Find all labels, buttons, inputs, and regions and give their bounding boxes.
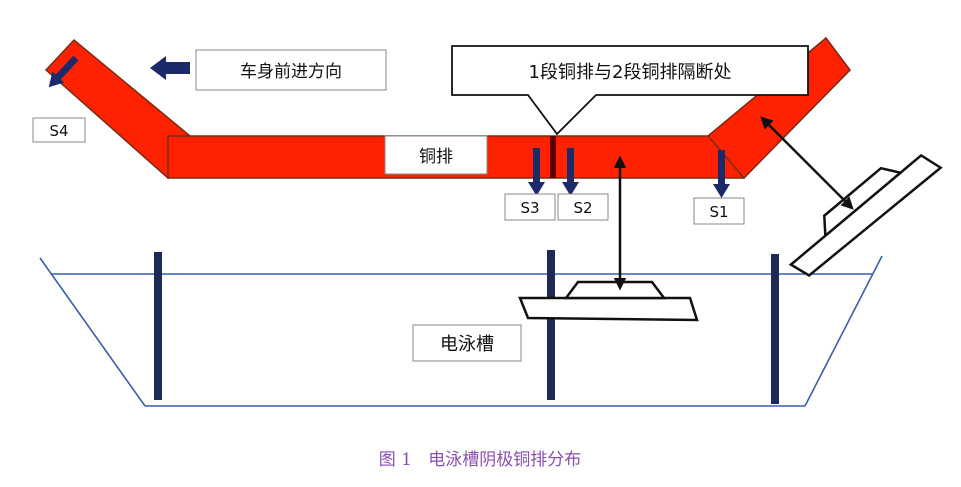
tank-label-box bbox=[412, 324, 522, 362]
direction-label-box bbox=[195, 49, 387, 91]
sensor-s1: S1 bbox=[693, 150, 745, 225]
s2-arrow-shaft bbox=[567, 148, 574, 184]
busbar-label: 铜排 bbox=[384, 135, 488, 175]
car-body-lower bbox=[518, 296, 699, 322]
s3-label-box bbox=[504, 193, 556, 221]
tank-left-wall bbox=[39, 257, 146, 407]
s4-label-box bbox=[32, 117, 86, 143]
s1-label-text: S1 bbox=[709, 203, 728, 221]
s2-arrow-icon bbox=[562, 182, 579, 196]
tank bbox=[39, 255, 883, 407]
direction-label-text: 车身前进方向 bbox=[240, 62, 342, 82]
s2-label-box bbox=[557, 193, 609, 221]
figure-caption: 图 1 电泳槽阴极铜排分布 bbox=[379, 450, 581, 470]
s3-arrow-shaft bbox=[533, 148, 540, 184]
break-point-callout-shape bbox=[451, 45, 809, 136]
car-body-upper bbox=[563, 280, 667, 300]
s1-arrow-icon bbox=[713, 184, 730, 198]
tank-post-right bbox=[771, 254, 779, 404]
tank-post-left bbox=[154, 252, 162, 400]
busbar-label-box bbox=[384, 135, 488, 175]
tank-post-middle bbox=[547, 250, 555, 400]
car-body-in-tank bbox=[518, 155, 699, 322]
tank-posts bbox=[154, 250, 779, 404]
tank-label: 电泳槽 bbox=[412, 324, 522, 362]
s1-label-box bbox=[693, 197, 745, 225]
sensor-s3: S3 bbox=[504, 148, 556, 221]
car-body-entering bbox=[760, 116, 943, 277]
busbar-label-text: 铜排 bbox=[419, 147, 453, 167]
direction-arrow-icon bbox=[150, 56, 190, 80]
s3-arrow-icon bbox=[528, 182, 545, 196]
s1-arrow-shaft bbox=[718, 150, 725, 186]
s3-label-text: S3 bbox=[520, 199, 539, 217]
tank-label-text: 电泳槽 bbox=[440, 334, 494, 355]
tilted-car-distance-arrow bbox=[760, 116, 854, 210]
break-point-callout: 1段铜排与2段铜排隔断处 bbox=[451, 45, 809, 136]
direction-indicator: 车身前进方向 bbox=[150, 49, 387, 91]
sensor-s2: S2 bbox=[557, 148, 609, 221]
tilted-car-body-upper bbox=[822, 166, 904, 239]
s2-label-text: S2 bbox=[573, 199, 592, 217]
s4-arrow-icon bbox=[48, 71, 65, 88]
break-point-callout-text: 1段铜排与2段铜排隔断处 bbox=[529, 62, 732, 83]
s4-label-text: S4 bbox=[49, 122, 68, 140]
sensor-s4: S4 bbox=[32, 55, 86, 143]
tank-right-wall bbox=[804, 255, 883, 407]
s4-arrow-shaft bbox=[54, 55, 79, 81]
